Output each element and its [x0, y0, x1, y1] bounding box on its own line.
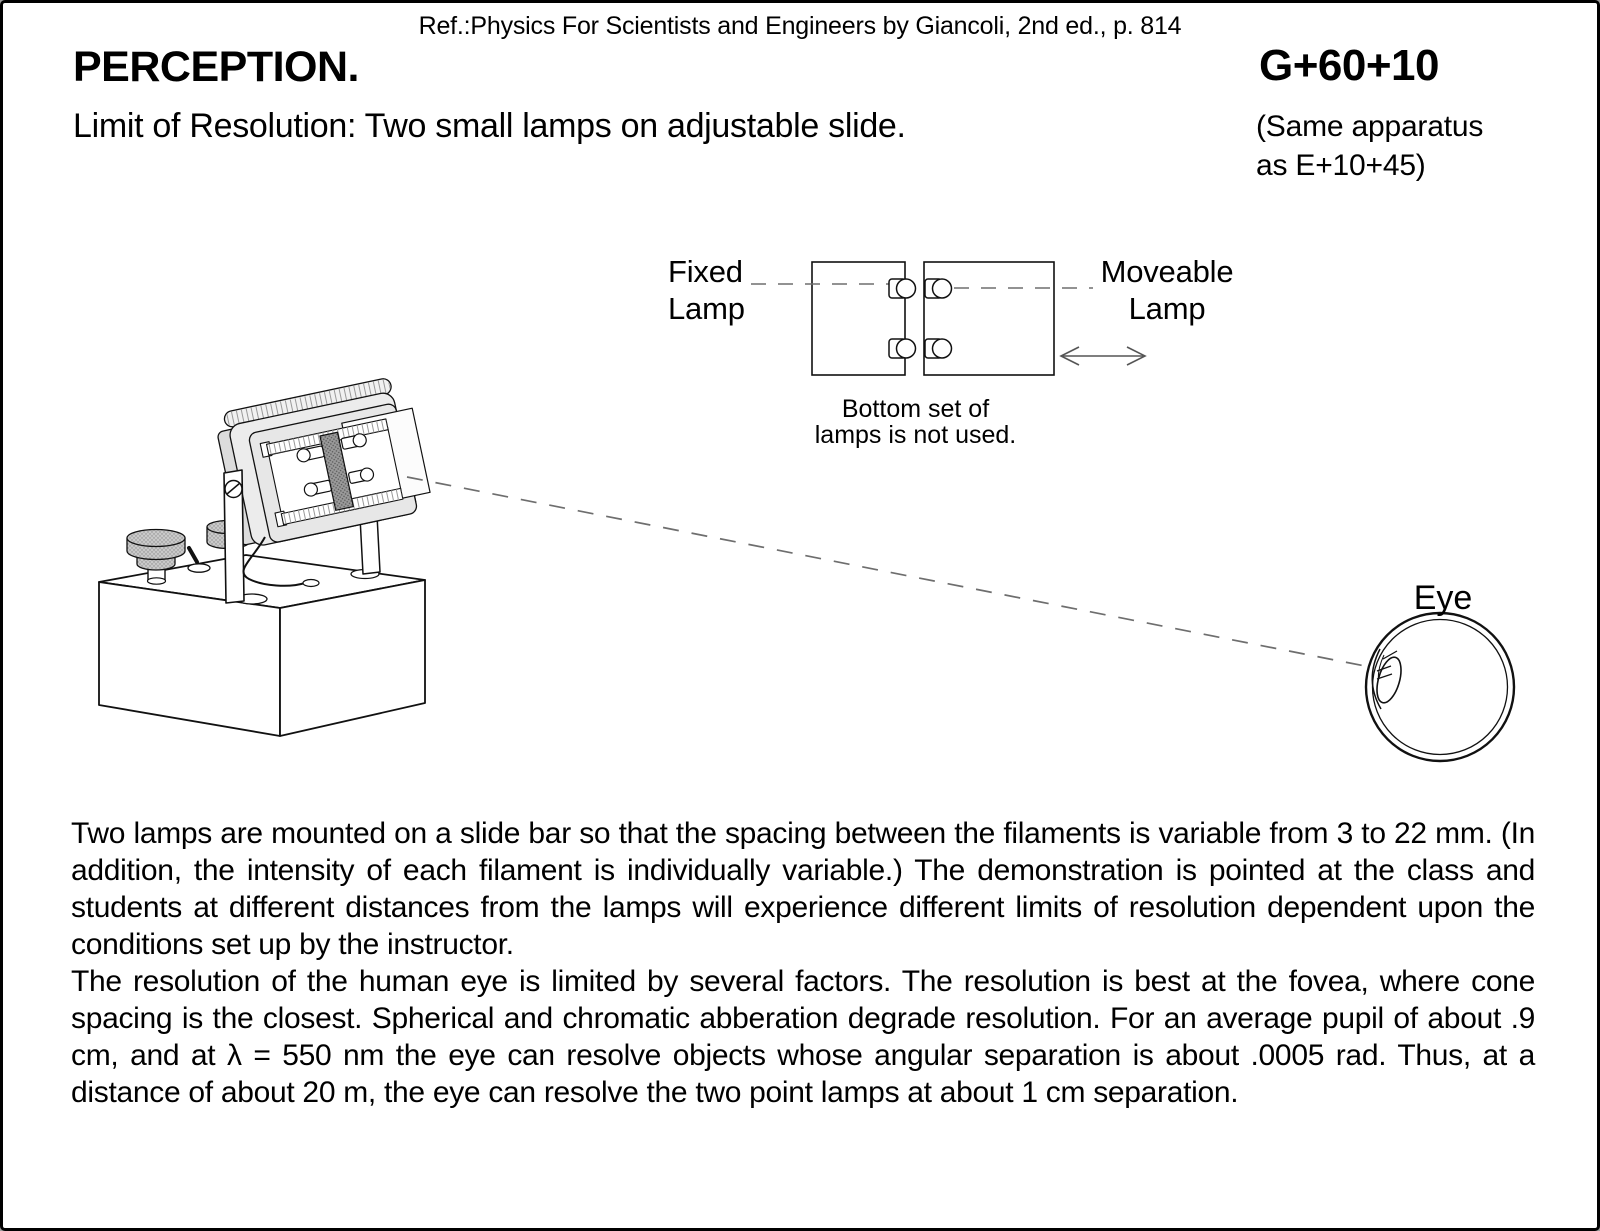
demo-subtitle: Limit of Resolution: Two small lamps on … [73, 107, 906, 145]
illustration-layer [98, 261, 1516, 763]
eyeball-outer [1364, 611, 1516, 763]
slide-housing [217, 378, 431, 546]
moveable-lamp-bottom-icon [924, 338, 953, 359]
page-title: PERCEPTION. [73, 43, 360, 91]
apparatus [98, 378, 431, 737]
fixed-lamp-bottom-icon [888, 338, 917, 359]
same-apparatus-note: (Same apparatus as E+10+45) [1256, 110, 1484, 182]
lens-hatch [1376, 650, 1398, 680]
catalog-code: G+60+10 [1259, 41, 1440, 90]
power-knob [126, 528, 186, 585]
moveable-lamp-label: Moveable Lamp [1100, 254, 1234, 326]
lamp-pins [296, 433, 375, 497]
cornea [1371, 648, 1382, 710]
sight-line [406, 476, 1371, 668]
eye-diagram [1364, 611, 1516, 763]
reference-line: Ref.:Physics For Scientists and Engineer… [418, 12, 1182, 40]
description-paragraph-2: The resolution of the human eye is limit… [71, 965, 1535, 1109]
lamp-diagram [751, 261, 1147, 376]
eye-label: Eye [1413, 579, 1473, 617]
fixed-lamp-top-icon [888, 278, 917, 299]
bottom-lamps-note: Bottom set of lamps is not used. [814, 395, 1017, 449]
fixed-lamp-label: Fixed Lamp [668, 254, 745, 326]
description-paragraph-1: Two lamps are mounted on a slide bar so … [71, 817, 1535, 961]
moveable-lamp-top-icon [924, 278, 953, 299]
toggle-switch [187, 546, 211, 573]
description-text: Two lamps are mounted on a slide bar so … [71, 815, 1535, 1111]
slide-direction-arrow [1059, 346, 1147, 366]
base-box [98, 554, 426, 737]
mounting-post [223, 469, 245, 604]
power-cable [242, 536, 320, 588]
filament-strip [319, 431, 354, 511]
